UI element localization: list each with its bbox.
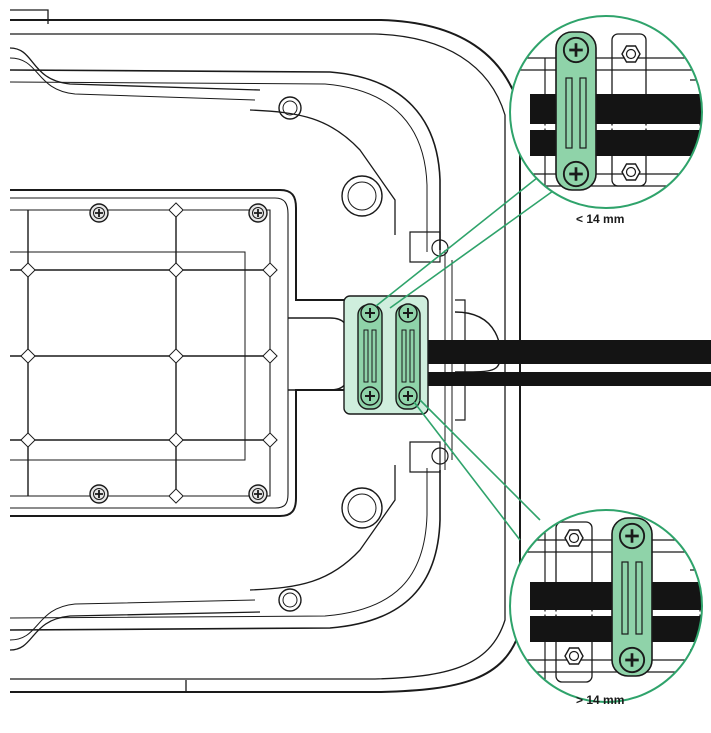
callout-bottom-label: > 14 mm (576, 693, 624, 707)
callout-top-label: < 14 mm (576, 212, 624, 226)
clamp-screw-icon (618, 646, 646, 674)
clamp-screw-icon (618, 522, 646, 550)
callout-lines (375, 173, 561, 541)
callout-bottom-detail (509, 509, 703, 703)
clamp-screw-icon (398, 303, 418, 323)
cable-clamp-assembly (343, 295, 429, 415)
clamp-enlarged (611, 517, 653, 677)
clamp-screw-icon (360, 386, 380, 406)
hex-nut-icon (564, 647, 584, 665)
enclosure-housing (9, 9, 521, 693)
cover-screw-top-right-icon (248, 203, 268, 223)
clamp-screw-icon (562, 160, 590, 188)
cover-plate (10, 189, 351, 517)
hex-nut-icon (621, 163, 641, 181)
cover-screw-bottom-right-icon (248, 484, 268, 504)
clamp-screw-icon (562, 36, 590, 64)
clamp-screw-icon (360, 303, 380, 323)
callout-top-detail (509, 15, 703, 209)
cover-screw-bottom-left-icon (89, 484, 109, 504)
clamp-enlarged (555, 31, 597, 191)
cover-screw-top-left-icon (89, 203, 109, 223)
hex-nut-icon (564, 529, 584, 547)
hex-nut-icon (621, 45, 641, 63)
